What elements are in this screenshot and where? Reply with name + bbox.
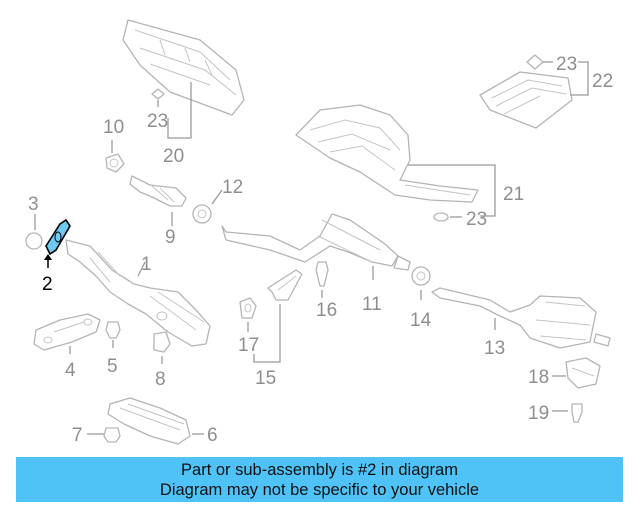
bolt-19[interactable] <box>571 403 583 423</box>
label-18: 18 <box>528 367 549 388</box>
banner-line-1: Part or sub-assembly is #2 in diagram <box>181 461 458 479</box>
nut-23-right[interactable] <box>433 212 449 222</box>
label-10: 10 <box>103 117 124 138</box>
label-23-right: 23 <box>466 209 487 230</box>
bracket-15 <box>253 304 281 363</box>
clip-23-upper-right[interactable] <box>526 54 544 70</box>
label-7: 7 <box>72 425 83 446</box>
heat-shield-rear[interactable] <box>479 71 573 129</box>
rear-muffler-13[interactable] <box>431 287 611 349</box>
label-1: 1 <box>141 254 152 275</box>
bolt-5[interactable] <box>105 321 121 339</box>
label-4: 4 <box>65 360 76 381</box>
label-14: 14 <box>410 310 432 331</box>
label-19: 19 <box>528 403 549 424</box>
label-16: 16 <box>316 300 337 321</box>
label-23-upper-left: 23 <box>147 111 168 132</box>
gasket-ring-10[interactable] <box>105 153 125 173</box>
bolt-7[interactable] <box>103 427 121 443</box>
bracket-8[interactable] <box>153 331 171 353</box>
label-20: 20 <box>163 146 184 167</box>
intermediate-pipe-11[interactable] <box>221 213 411 271</box>
leader-2-arrowhead <box>44 254 52 260</box>
clamp-14[interactable] <box>411 266 431 286</box>
bolt-16[interactable] <box>315 261 329 287</box>
gasket-3[interactable] <box>25 232 43 250</box>
label-22: 22 <box>592 71 613 92</box>
label-23-upper-right: 23 <box>556 54 577 75</box>
heat-shield-6[interactable] <box>107 397 191 445</box>
clamp-12[interactable] <box>192 204 212 224</box>
bracket-18[interactable] <box>565 357 601 389</box>
leader-1 <box>137 261 146 277</box>
bracket-20 <box>167 82 192 139</box>
label-9: 9 <box>165 227 176 248</box>
front-pipe-9[interactable] <box>129 175 187 207</box>
exhaust-parts-diagram: 23 20 23 22 21 23 10 9 12 <box>25 19 613 446</box>
hanger-bracket-15[interactable] <box>267 269 303 301</box>
label-3: 3 <box>28 194 39 215</box>
rubber-hanger-17[interactable] <box>239 297 257 319</box>
nut-23-upper-left[interactable] <box>151 88 165 100</box>
heat-shield-front[interactable] <box>122 19 245 116</box>
gasket-2-highlighted[interactable] <box>45 218 71 256</box>
bracket-22 <box>570 61 589 96</box>
banner-line-2: Diagram may not be specific to your vehi… <box>159 481 480 499</box>
bracket-21 <box>408 164 496 217</box>
label-2: 2 <box>42 274 53 295</box>
label-5: 5 <box>107 356 118 377</box>
leader-12 <box>211 189 223 205</box>
label-15: 15 <box>255 368 276 389</box>
label-17: 17 <box>238 335 259 356</box>
label-8: 8 <box>155 369 166 390</box>
label-21: 21 <box>503 184 524 205</box>
catalytic-converter-1[interactable] <box>65 239 211 347</box>
info-banner: Part or sub-assembly is #2 in diagram Di… <box>16 457 623 502</box>
label-12: 12 <box>222 177 243 198</box>
label-11: 11 <box>362 294 382 315</box>
label-6: 6 <box>207 425 218 446</box>
bracket-4[interactable] <box>33 313 101 351</box>
heat-shield-center[interactable] <box>295 104 479 203</box>
label-13: 13 <box>484 338 505 359</box>
